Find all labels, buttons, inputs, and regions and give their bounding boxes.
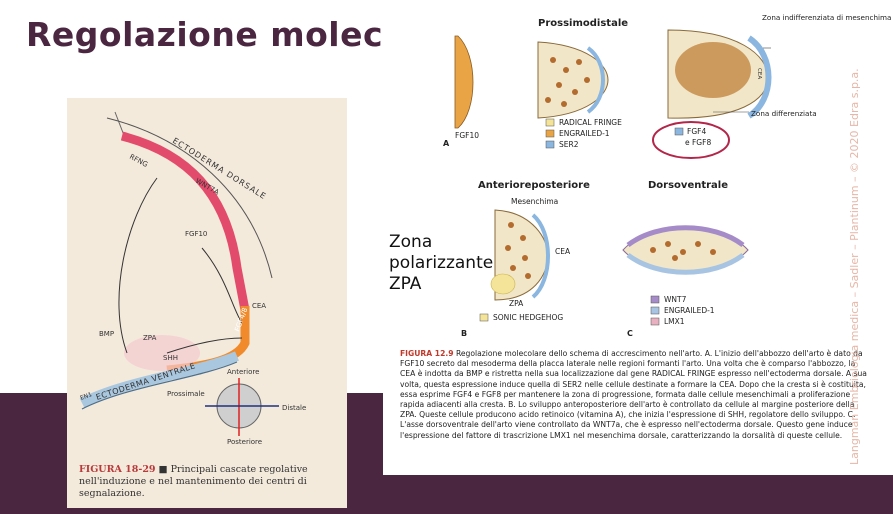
label-en1: EN1: [79, 391, 93, 402]
label-zona-indiff: Zona indifferenziata di mesenchima proli…: [762, 13, 893, 22]
legend-b-label-1: SONIC HEDGEHOG: [493, 313, 563, 322]
legend-a-swatch-1: [545, 118, 555, 127]
panel-letter-a: A: [443, 139, 450, 148]
legend-a-label-1: RADICAL FRINGE: [559, 118, 622, 127]
mesenchyme-dots-b: [505, 222, 531, 279]
mesenchyme-dots-c: [650, 241, 716, 261]
legend-fgf-line2: e FGF8: [685, 138, 711, 147]
title-anterioreposteriore: Anterioreposteriore: [478, 180, 590, 191]
zpa-annotation: Zona polarizzante ZPA: [389, 232, 494, 294]
label-cea-b: CEA: [555, 247, 571, 256]
cea-ridge: [747, 35, 772, 119]
legend-c-swatch-3: [650, 317, 660, 326]
ventral-ectoderm-band: [79, 351, 239, 408]
panel-letter-b: B: [461, 329, 467, 338]
right-figure-caption: FIGURA 12.9 Regolazione molecolare dello…: [400, 349, 867, 440]
en1-band: [626, 252, 745, 275]
panel-letter-c: C: [627, 329, 633, 338]
publisher-watermark: Langman Embriologia medica – Sadler – Pl…: [848, 68, 861, 465]
legend-c-swatch-1: [650, 295, 660, 304]
dorsal-bracket: [106, 117, 273, 279]
legend-c-label-2: ENGRAILED-1: [664, 306, 715, 315]
limb-patterning-diagram: Prossimodistale FGF10 A RADICAL FRINGE E…: [443, 13, 893, 338]
limb-signaling-diagram: RFNG WNT7A ECTODERMA DORSALE FGF10 FGF4/…: [79, 111, 306, 446]
title-prossimodistale: Prossimodistale: [538, 18, 628, 29]
wnt7-band: [626, 225, 745, 248]
legend-a-swatch-2: [545, 129, 555, 138]
legend-c-label-3: LMX1: [664, 317, 685, 326]
label-fgf10: FGF10: [185, 230, 207, 238]
label-prossimale: Prossimale: [167, 390, 205, 398]
legend-b-swatch-1: [479, 313, 489, 322]
label-zona-diff: Zona differenziata: [751, 109, 817, 118]
cea-b: [531, 213, 550, 299]
proliferating-zone: [675, 42, 751, 98]
bud-stage-2: [537, 41, 609, 119]
legend-fgf-line1: FGF4: [687, 127, 706, 136]
label-rfng: RFNG: [128, 153, 149, 169]
legend-a-label-3: SER2: [559, 140, 579, 149]
highlight-circle: [652, 121, 730, 159]
zpa-region: [124, 335, 200, 371]
legend-a-swatch-3: [545, 140, 555, 149]
label-cea: CEA: [252, 302, 266, 310]
label-anteriore: Anteriore: [227, 368, 259, 376]
ventral-outline: [81, 361, 238, 410]
dorsal-ectoderm-band: [120, 131, 250, 338]
label-bmp: BMP: [99, 330, 114, 338]
label-shh: SHH: [163, 354, 178, 362]
legend-a-label-2: ENGRAILED-1: [559, 129, 610, 138]
legend-fgf-swatch: [674, 127, 684, 136]
legend-c-swatch-2: [650, 306, 660, 315]
label-posteriore: Posteriore: [227, 438, 262, 446]
mesenchyme-dots-a: [545, 57, 590, 107]
ser2-ridge: [586, 46, 605, 114]
label-zpa-b: ZPA: [509, 299, 524, 308]
title-dorsoventrale: Dorsoventrale: [648, 180, 728, 191]
label-zpa: ZPA: [143, 334, 157, 342]
fgf10-arrow: [201, 247, 243, 324]
label-cea-vertical: CEA: [756, 68, 762, 79]
label-distale: Distale: [282, 404, 306, 412]
left-figure-caption: FIGURA 18-29 ■ Principali cascate regola…: [79, 464, 308, 499]
label-mesenchima: Mesenchima: [511, 197, 558, 206]
fgf10-bud-shape: [454, 35, 474, 129]
right-figure-image: Prossimodistale FGF10 A RADICAL FRINGE E…: [383, 0, 893, 475]
bmp-arrow: [118, 177, 158, 354]
legend-c-label-1: WNT7: [664, 295, 687, 304]
shh-arrow: [166, 337, 243, 354]
label-fgf10-right: FGF10: [455, 131, 479, 140]
left-figure-image: RFNG WNT7A ECTODERMA DORSALE FGF10 FGF4/…: [67, 98, 347, 508]
zpa-region-b: [490, 273, 516, 295]
bud-c: [622, 225, 749, 275]
